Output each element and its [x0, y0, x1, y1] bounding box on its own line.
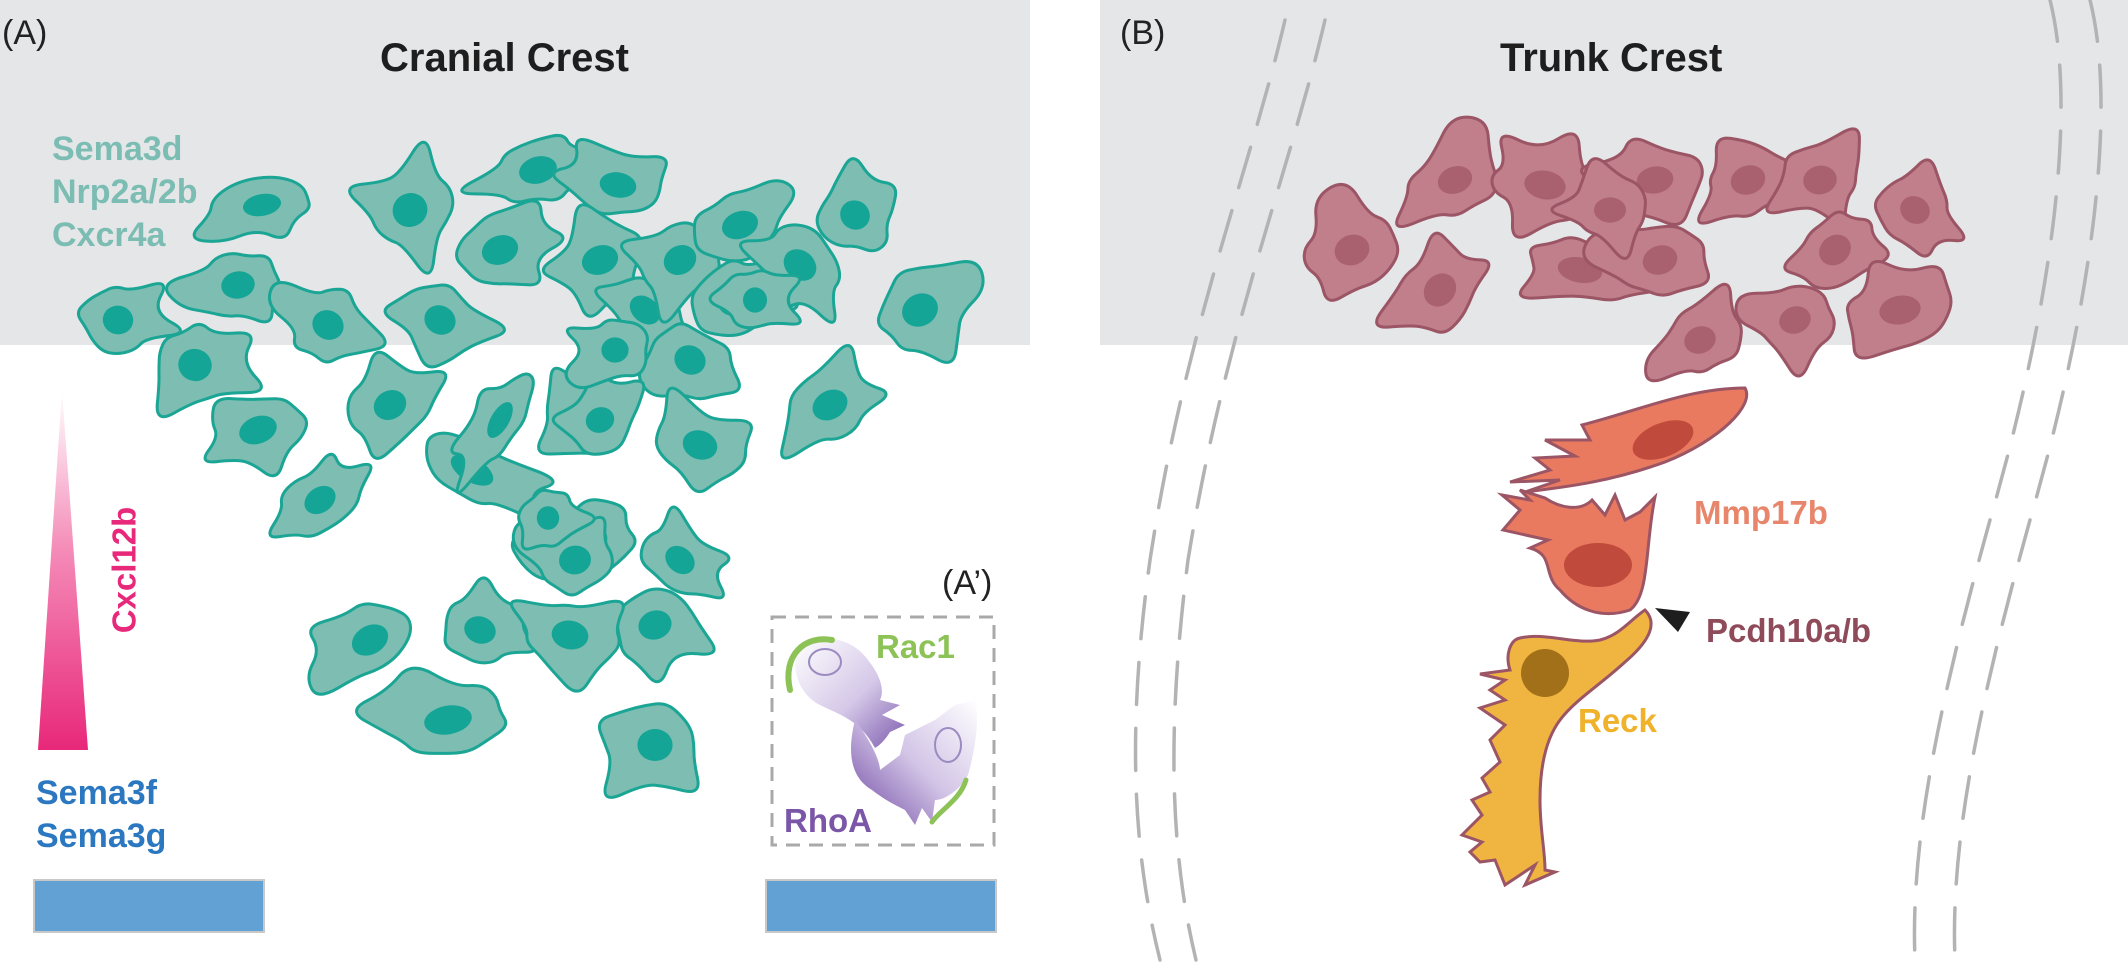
cranial-cell-nucleus [239, 415, 277, 445]
cranial-neural-crest-cells [77, 133, 985, 799]
gene-pcdh10a-b: Pcdh10a/b [1706, 612, 1872, 649]
rhoa-cell [851, 700, 978, 825]
leader-cell-2-nucleus [1564, 543, 1632, 587]
pcdh-arrowhead [1655, 608, 1690, 632]
gene-reck: Reck [1578, 702, 1657, 739]
gene-rac1: Rac1 [876, 628, 955, 665]
neural-tube-outline [1133, 0, 2103, 962]
trunk-cell-nucleus [1642, 245, 1678, 275]
follower-cell-nucleus [1521, 649, 1569, 697]
gene-sema3g: Sema3g [36, 817, 167, 855]
cranial-cell-nucleus [102, 305, 134, 335]
inset-frame [770, 615, 996, 847]
cranial-cell-nucleus [424, 705, 472, 735]
cranial-cell [616, 587, 716, 684]
cranial-cell-nucleus [536, 506, 560, 530]
leader-cell-1-nucleus [1632, 420, 1694, 460]
trunk-cell-nucleus [1594, 197, 1626, 223]
cranial-cell-nucleus [392, 192, 428, 228]
trunk-cell-nucleus [1684, 326, 1716, 354]
cranial-cell-nucleus [312, 310, 344, 340]
gene-cxcr4a: Cxcr4a [52, 216, 166, 254]
panel-a-upper-genes: Sema3d Nrp2a/2b Cxcr4a [52, 128, 198, 257]
cranial-cell-nucleus [178, 348, 212, 382]
trunk-cell-nucleus [1636, 166, 1674, 194]
inset-letter: (A’) [942, 564, 993, 602]
cranial-cell-nucleus [599, 172, 637, 198]
gene-sema3f: Sema3f [36, 774, 157, 812]
gene-cxcl12b: Cxcl12b [105, 506, 143, 634]
cranial-cell-nucleus [581, 245, 619, 275]
trunk-neural-crest-cells [1302, 115, 1966, 383]
cxcl12b-gradient-wedge [38, 390, 88, 750]
cranial-cell-nucleus [551, 620, 589, 650]
cranial-cell-nucleus [304, 485, 336, 515]
cranial-cell-nucleus [812, 389, 848, 421]
trunk-cell-nucleus [1334, 234, 1370, 266]
cranial-cell-nucleus [722, 210, 758, 240]
gene-nrp2a-2b: Nrp2a/2b [52, 173, 198, 211]
rac1-cell-nucleus [808, 648, 842, 676]
gene-rhoa: RhoA [784, 802, 872, 839]
trunk-cell-nucleus [1423, 273, 1457, 307]
panel-b-title: Trunk Crest [1500, 36, 1723, 80]
cranial-cell-nucleus [242, 193, 282, 217]
trunk-cell-nucleus [1900, 196, 1930, 224]
trunk-cell-nucleus [1437, 166, 1473, 194]
cranial-cell-nucleus [663, 245, 697, 275]
panel-a-title: Cranial Crest [380, 36, 629, 80]
cranial-cell-nucleus [840, 200, 870, 230]
cranial-cell-nucleus [601, 337, 629, 363]
rac1-cell [795, 638, 905, 748]
cranial-cell-nucleus [424, 305, 456, 335]
cranial-cell-nucleus [665, 545, 695, 575]
panel-b-letter: (B) [1120, 14, 1166, 52]
cranial-cell-nucleus [559, 545, 591, 575]
cranial-cell-nucleus [373, 390, 407, 420]
trunk-cell-nucleus [1803, 165, 1837, 195]
trunk-cell-nucleus [1819, 234, 1851, 266]
leader-cell-1 [1509, 386, 1749, 494]
cranial-cell-nucleus [783, 249, 817, 281]
cranial-cell-nucleus [351, 624, 389, 656]
cranial-cell-nucleus [637, 729, 673, 761]
trunk-cell-nucleus [1879, 295, 1921, 325]
cranial-cell-nucleus [585, 407, 615, 433]
panel-a-lower-genes: Sema3f Sema3g [36, 772, 166, 858]
cranial-cell-nucleus [464, 616, 496, 644]
cranial-cell-nucleus [221, 271, 255, 299]
cranial-cell-nucleus [481, 235, 519, 265]
follower-cell [1459, 608, 1653, 889]
cranial-cell-nucleus [629, 295, 661, 325]
cranial-cell-nucleus [519, 156, 557, 184]
cranial-cell-nucleus [743, 287, 767, 313]
cranial-cell-nucleus [674, 345, 706, 375]
gene-mmp17b: Mmp17b [1694, 494, 1828, 531]
migrating-chain [1459, 386, 1749, 889]
cranial-cell-nucleus [487, 402, 513, 438]
trunk-cell-nucleus [1730, 165, 1766, 195]
rac1-membrane-edge [785, 636, 835, 693]
trunk-cell-nucleus [1524, 170, 1566, 200]
rhoa-cell-nucleus [934, 727, 962, 763]
cranial-cell-nucleus [902, 293, 938, 327]
panel-a-letter: (A) [2, 14, 48, 52]
cranial-cell [355, 666, 508, 755]
blue-bar-left [33, 879, 265, 933]
rhoa-membrane-edge [929, 777, 969, 825]
trunk-cell-nucleus [1779, 306, 1811, 334]
cranial-cell-nucleus [682, 430, 718, 460]
inset-cells [785, 636, 978, 825]
cranial-cell-nucleus [638, 610, 672, 640]
cranial-cell [443, 576, 537, 665]
gene-sema3d: Sema3d [52, 130, 183, 168]
blue-bar-right [765, 879, 997, 933]
